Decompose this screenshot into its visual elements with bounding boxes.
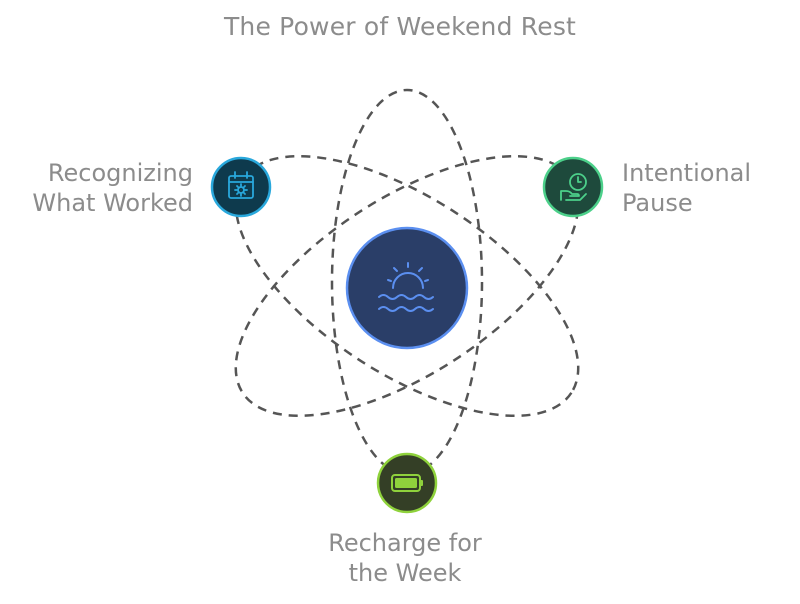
- node-recharge: [376, 452, 438, 514]
- label-bottom-line1: Recharge for: [328, 529, 482, 557]
- label-recognizing-what-worked: Recognizing What Worked: [32, 158, 193, 218]
- node-intentional-pause: [542, 156, 604, 218]
- sunrise-over-water-icon: [378, 262, 434, 312]
- calendar-gear-icon: [228, 171, 254, 199]
- label-bottom-line2: the Week: [348, 559, 462, 587]
- label-recharge-for-the-week: Recharge for the Week: [255, 528, 555, 588]
- node-recognizing: [210, 156, 272, 218]
- center-node: [345, 226, 469, 350]
- label-right-line1: Intentional: [622, 159, 752, 187]
- orbit-vertical: [330, 88, 484, 476]
- label-left-line2: What Worked: [32, 189, 193, 217]
- label-right-line2: Pause: [622, 189, 693, 217]
- label-left-line1: Recognizing: [47, 159, 193, 187]
- diagram-title: The Power of Weekend Rest: [223, 12, 577, 41]
- clock-hand-icon: [560, 173, 587, 201]
- label-intentional-pause: Intentional Pause: [622, 158, 751, 218]
- battery-icon: [391, 474, 423, 492]
